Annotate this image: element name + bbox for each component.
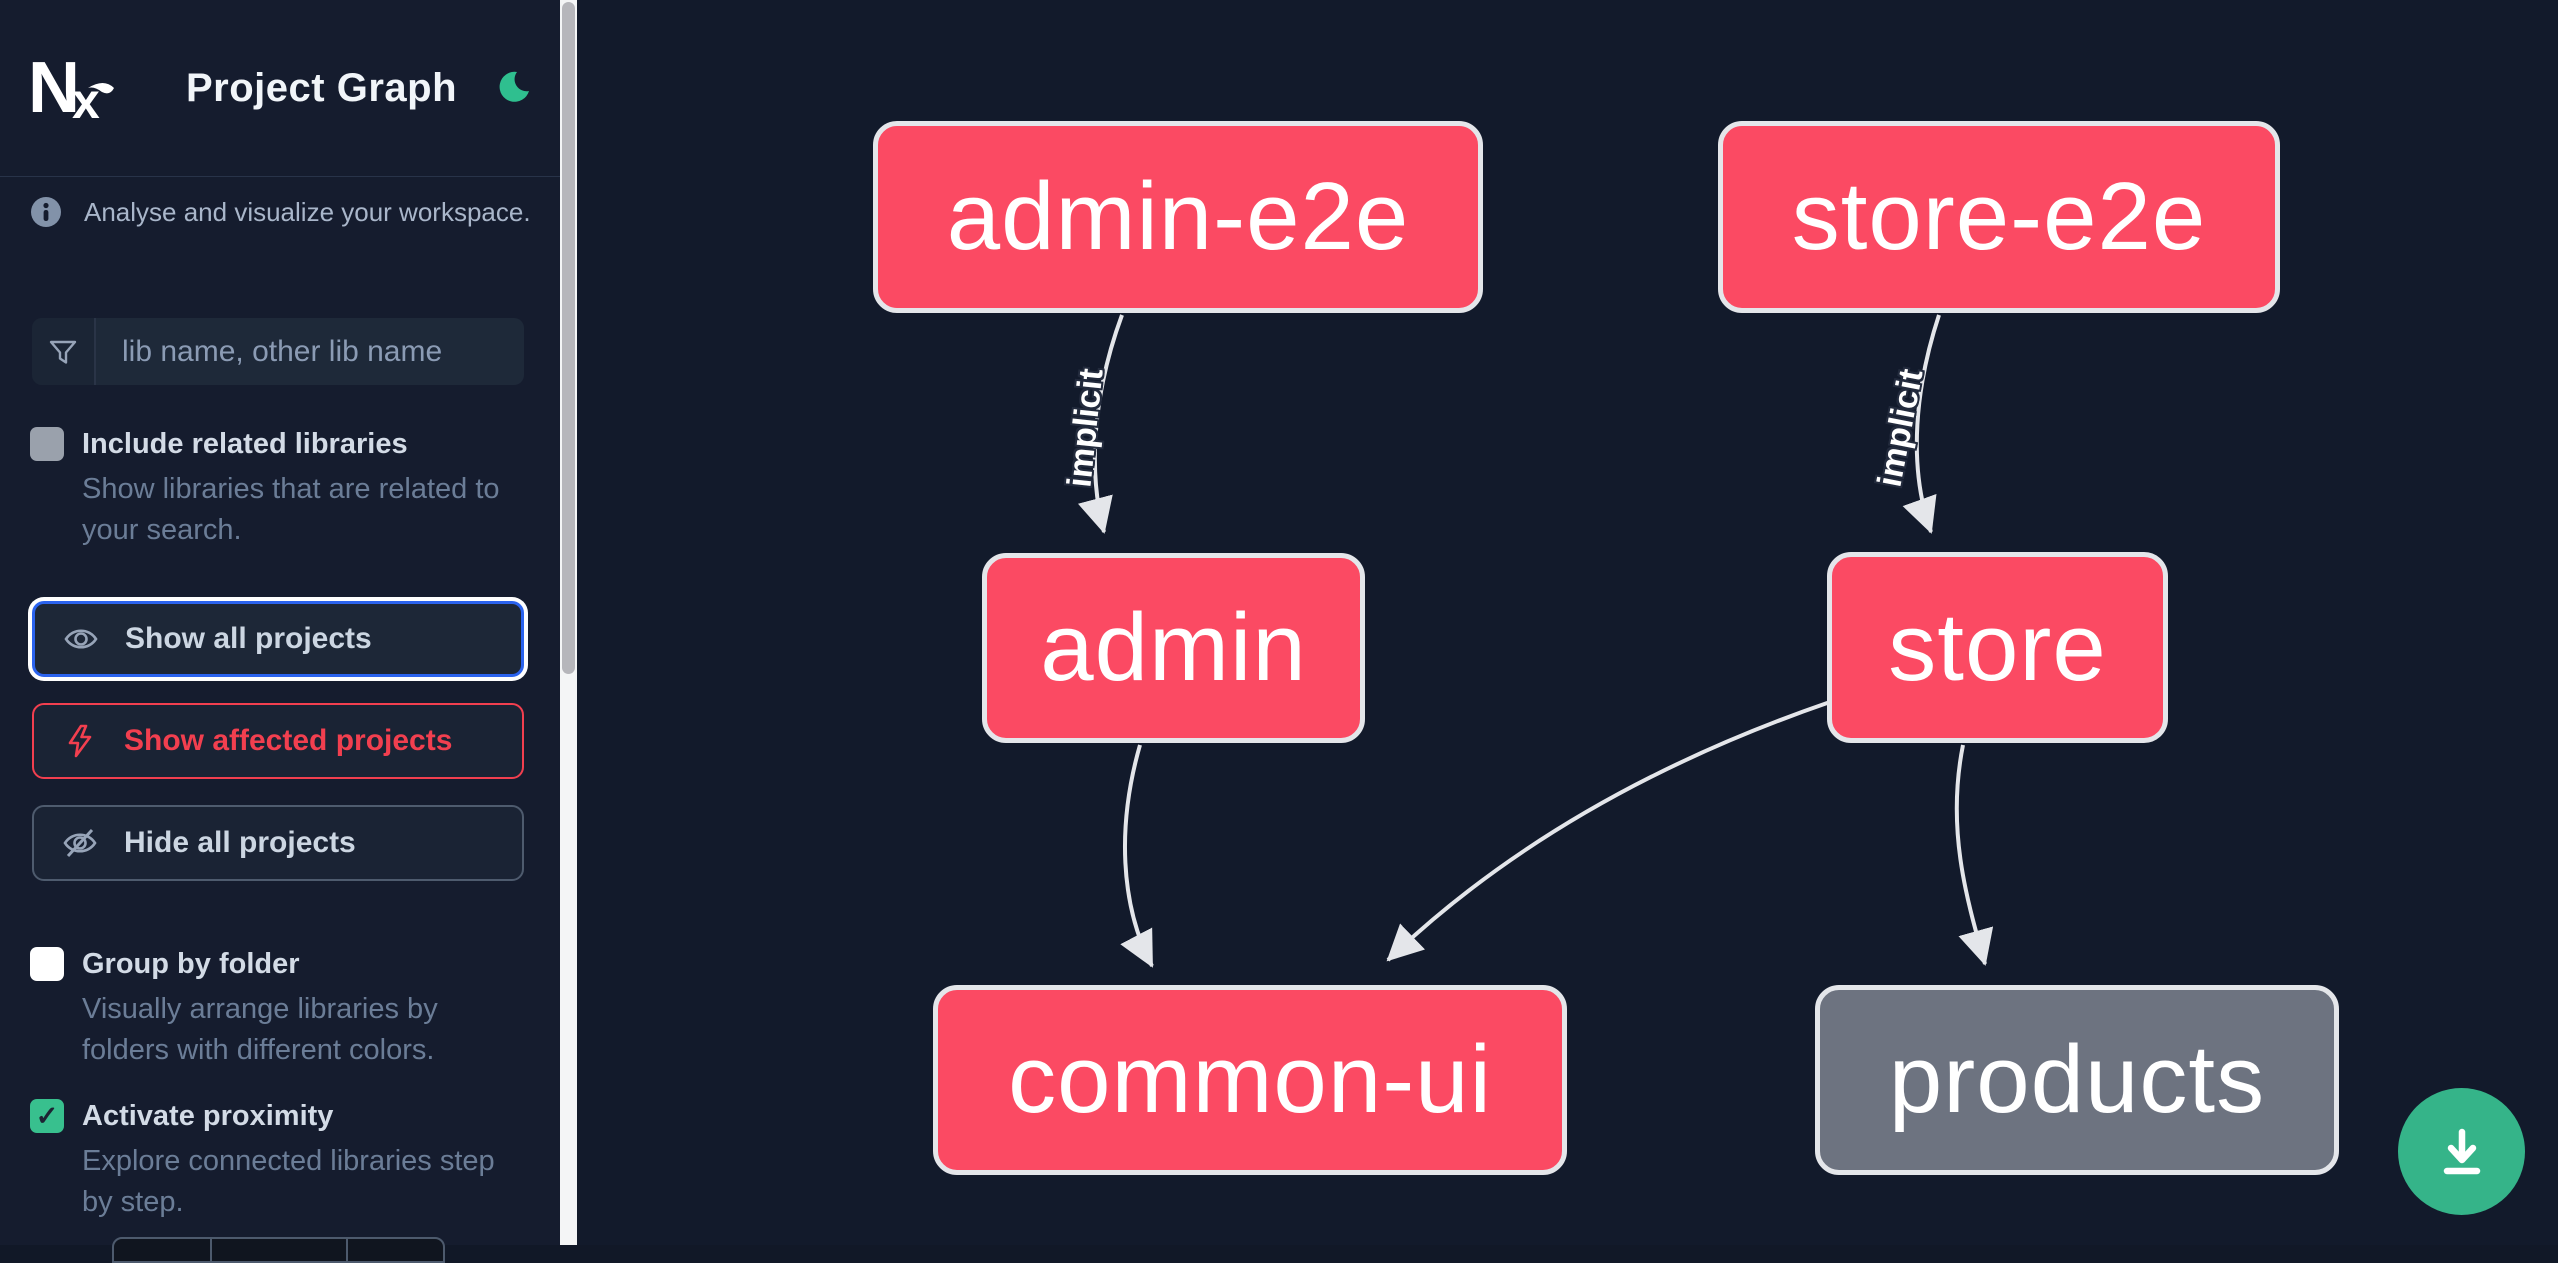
node-label: store xyxy=(1888,593,2107,701)
graph-node-store-e2e[interactable]: store-e2e xyxy=(1718,121,2280,313)
hide-all-projects-button[interactable]: Hide all projects xyxy=(32,805,524,881)
sidebar-header: N x Project Graph xyxy=(0,0,560,177)
activate-proximity-checkbox[interactable]: ✓ xyxy=(30,1099,64,1133)
include-related-checkbox[interactable] xyxy=(30,427,64,461)
eye-slash-icon xyxy=(63,828,97,858)
page-title: Project Graph xyxy=(186,65,458,110)
graph-node-store[interactable]: store xyxy=(1827,552,2168,743)
node-label: admin-e2e xyxy=(946,163,1410,270)
option-label: Include related libraries xyxy=(82,428,408,460)
nx-logo: N x xyxy=(28,52,114,124)
option-include-related-libraries: Include related libraries Show libraries… xyxy=(30,424,530,551)
group-by-folder-checkbox[interactable] xyxy=(30,947,64,981)
stepper-divider xyxy=(346,1239,348,1261)
funnel-icon xyxy=(49,340,77,364)
stepper-divider xyxy=(210,1239,212,1261)
node-label: admin xyxy=(1040,594,1307,701)
node-label: common-ui xyxy=(1008,1026,1492,1133)
eye-icon xyxy=(64,629,98,649)
graph-node-admin[interactable]: admin xyxy=(982,553,1365,743)
show-affected-projects-button[interactable]: Show affected projects xyxy=(32,703,524,779)
option-description: Show libraries that are related to your … xyxy=(82,473,500,546)
option-description: Visually arrange libraries by folders wi… xyxy=(82,993,438,1066)
button-label: Hide all projects xyxy=(124,826,356,859)
node-label: products xyxy=(1888,1026,2266,1133)
download-icon xyxy=(2443,1128,2480,1174)
moon-icon xyxy=(499,71,529,102)
option-label: Activate proximity xyxy=(82,1100,334,1132)
scrollbar-thumb[interactable] xyxy=(562,2,575,674)
sidebar: N x Project Graph Analyse and visualize … xyxy=(0,0,560,1263)
node-label: store-e2e xyxy=(1791,163,2207,270)
theme-toggle-button[interactable] xyxy=(494,69,532,107)
svg-text:N: N xyxy=(28,52,80,124)
graph-node-products[interactable]: products xyxy=(1815,985,2339,1175)
option-group-by-folder: Group by folder Visually arrange librari… xyxy=(30,944,530,1071)
search-box xyxy=(32,318,524,385)
sidebar-scrollbar[interactable] xyxy=(560,0,577,1245)
download-image-button[interactable] xyxy=(2398,1088,2525,1215)
tagline: Analyse and visualize your workspace. xyxy=(84,196,531,227)
filter-input[interactable] xyxy=(96,318,524,385)
tagline-row: Analyse and visualize your workspace. xyxy=(30,196,531,228)
info-icon xyxy=(31,197,61,227)
graph-node-admin-e2e[interactable]: admin-e2e xyxy=(873,121,1483,313)
bolt-icon xyxy=(68,724,92,758)
proximity-depth-stepper[interactable] xyxy=(112,1237,445,1263)
graph-node-common-ui[interactable]: common-ui xyxy=(933,985,1567,1175)
filter-icon-cell xyxy=(32,318,96,385)
option-description: Explore connected libraries step by step… xyxy=(82,1145,495,1218)
show-all-projects-button[interactable]: Show all projects xyxy=(32,601,524,677)
svg-text:x: x xyxy=(72,73,100,124)
button-label: Show affected projects xyxy=(124,724,453,757)
button-label: Show all projects xyxy=(125,622,372,655)
option-activate-proximity: ✓ Activate proximity Explore connected l… xyxy=(30,1096,530,1223)
option-label: Group by folder xyxy=(82,948,300,980)
